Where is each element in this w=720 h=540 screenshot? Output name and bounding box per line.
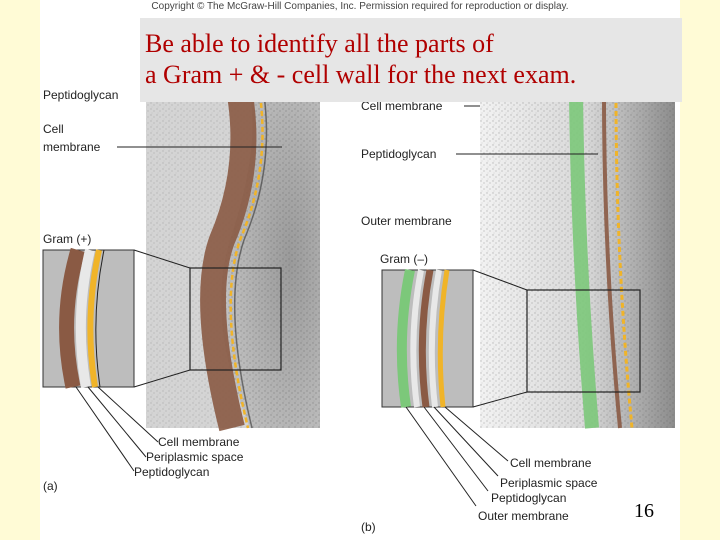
leaders-a-bottom (75, 386, 159, 472)
label-gram-positive: Gram (+) (43, 232, 91, 246)
gram-negative-schematic (381, 268, 528, 408)
gram-positive-schematic (42, 247, 191, 389)
label-a-cell-membrane-line2: membrane (43, 140, 101, 154)
copyright-text: Copyright © The McGraw-Hill Companies, I… (151, 1, 568, 12)
label-b-cell-membrane-bottom: Cell membrane (510, 456, 592, 470)
gram-negative-micrograph (480, 94, 675, 429)
label-b-periplasmic-space: Periplasmic space (500, 476, 598, 490)
label-a-peptidoglycan-bottom: Peptidoglycan (134, 465, 209, 479)
gram-positive-micrograph (146, 92, 320, 432)
label-a-peptidoglycan-top: Peptidoglycan (43, 88, 118, 102)
label-gram-negative: Gram (–) (380, 252, 428, 266)
zoom-box-b (526, 289, 641, 393)
zoom-box-a (189, 267, 282, 371)
exam-note-line-1: Be able to identify all the parts of (145, 29, 494, 58)
label-a-cell-membrane-bottom: Cell membrane (158, 435, 240, 449)
leaders-b-bottom (405, 406, 509, 507)
exam-note-callout: Be able to identify all the parts of a G… (140, 18, 682, 102)
panel-b-label: (b) (361, 520, 376, 534)
slide-number: 16 (634, 500, 654, 522)
label-b-peptidoglycan-bottom: Peptidoglycan (491, 491, 566, 505)
label-b-outer-membrane-bottom: Outer membrane (478, 509, 569, 523)
panel-a-label: (a) (43, 479, 58, 493)
exam-note-line-2: a Gram + & - cell wall for the next exam… (145, 60, 577, 89)
label-b-peptidoglycan-top: Peptidoglycan (361, 147, 436, 161)
label-a-cell-membrane-line1: Cell (43, 122, 64, 136)
label-b-cell-membrane-top: Cell membrane (361, 99, 443, 113)
label-b-outer-membrane-top: Outer membrane (361, 214, 452, 228)
label-a-periplasmic-space: Periplasmic space (146, 450, 244, 464)
